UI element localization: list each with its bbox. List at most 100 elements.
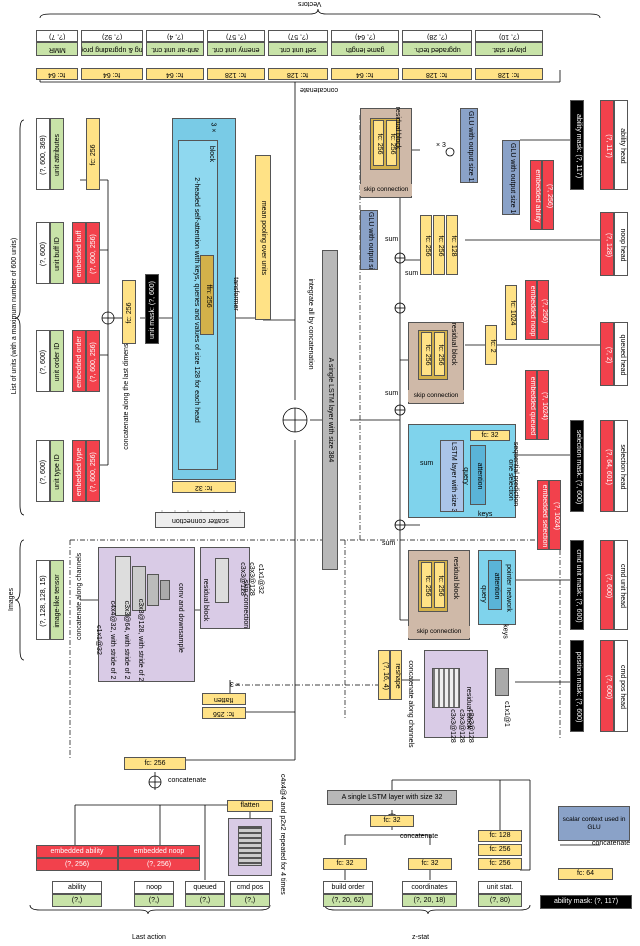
cmdpos-reshape: reshape bbox=[390, 650, 402, 700]
zstat-build-input: (?, 20, 62) bbox=[323, 894, 373, 907]
noop-glu: GLU with output size 1024 bbox=[360, 210, 378, 270]
conv-layer-label: c3x3@128, with stride of 2 bbox=[137, 598, 144, 682]
zstat-lstm: A single LSTM layer with size 32 bbox=[327, 790, 457, 805]
transformer-block-label: block bbox=[208, 145, 215, 163]
embedded-order-shape: (?, 600, 256) bbox=[86, 330, 100, 392]
la-cmdpos-note: c4x4@4 and p2x2 repeated for 4 times bbox=[279, 774, 286, 895]
vector-name: upgraded tech. bbox=[402, 42, 472, 56]
vector-name: game length bbox=[331, 42, 399, 56]
embedded-buff: embedded buff bbox=[72, 222, 86, 284]
head-res-label-3: residual block bbox=[452, 556, 459, 600]
embedded-type-shape: (?, 600, 256) bbox=[86, 440, 100, 502]
noop-emb-shape: (?, 256) bbox=[537, 280, 549, 340]
cmdunit-head-shape: (?, 600) bbox=[600, 540, 614, 630]
zstat-fc32: fc: 32 bbox=[370, 815, 414, 827]
image-flatten: flatten bbox=[202, 693, 246, 705]
conv-stack-3 bbox=[147, 574, 159, 606]
vector-input: (?, 7) bbox=[36, 30, 78, 42]
unit-attributes-input: (?, 600, 369) bbox=[36, 118, 50, 190]
head-skip-1: skip connection bbox=[360, 184, 412, 196]
sum-2: sum bbox=[405, 270, 419, 277]
zstat-coord-fc: fc: 32 bbox=[408, 858, 452, 870]
zstat-unit-fc2: fc: 256 bbox=[478, 858, 522, 870]
selection-head: selection head bbox=[614, 420, 628, 512]
selection-one-label: one selection bbox=[507, 459, 514, 501]
zstat-unit-input: (?, 80) bbox=[478, 894, 522, 907]
noop-fc256b: fc: 256 bbox=[433, 215, 445, 275]
conv-layer-label: c4x4@32, with stride of 2 bbox=[109, 600, 116, 680]
sum-5: sum bbox=[382, 540, 396, 547]
queued-fc256b: fc: 256 bbox=[434, 332, 445, 376]
selection-attention: attention bbox=[470, 445, 486, 505]
cmdunit-head: cmd unit head bbox=[614, 540, 628, 630]
vector-fc: fc: 128 bbox=[207, 68, 265, 80]
sum-1: sum bbox=[385, 236, 399, 243]
la-embedded-noop-shape: (?, 256) bbox=[118, 858, 200, 871]
la-cmdpos-name: cmd pos bbox=[230, 881, 270, 894]
selection-keys: keys bbox=[478, 511, 493, 518]
cmdpos-stack bbox=[432, 668, 460, 708]
la-noop-input: (?,) bbox=[134, 894, 174, 907]
queued-emb: embedded queued bbox=[525, 370, 537, 440]
la-ability-name: ability bbox=[52, 881, 102, 894]
conv-downsample-box bbox=[98, 547, 195, 682]
conv-stack bbox=[115, 556, 131, 616]
vector-input: (?, 28) bbox=[402, 30, 472, 42]
la-cmdpos-input: (?,) bbox=[230, 894, 270, 907]
sum-3: sum bbox=[385, 390, 399, 397]
cmdpos-out-shape bbox=[495, 668, 509, 696]
vector-input: (?, 57) bbox=[268, 30, 328, 42]
cmdpos-reshape-shape: (?, 16, 4) bbox=[378, 650, 390, 700]
vectors-concat-label: concatenate bbox=[300, 86, 339, 93]
units-group-label: List of units (with a maximum number of … bbox=[11, 237, 18, 395]
units-concat-label: concatenate along the last dimension bbox=[123, 334, 130, 450]
unit-mask: unit mask: (?, 600) bbox=[145, 274, 159, 344]
vector-name: enemy unit cnt. bbox=[207, 42, 265, 56]
noop-emb: embedded noop bbox=[525, 280, 537, 340]
image-res-layer-label: c1x1@32 bbox=[257, 564, 264, 594]
unit-buff-input: (?, 600) bbox=[36, 222, 50, 284]
units-fc: fc: 256 bbox=[122, 280, 136, 344]
unit-attributes-name: unit attributes bbox=[50, 118, 64, 190]
image-res-stack bbox=[215, 558, 229, 603]
head-res-label-1: residual block bbox=[394, 106, 401, 150]
vector-fc: fc: 128 bbox=[268, 68, 328, 80]
last-action-group-label: Last action bbox=[132, 934, 166, 941]
pointer-keys: keys bbox=[501, 624, 509, 639]
last-action-concat: concatenate bbox=[168, 777, 207, 784]
selection-query: query bbox=[462, 467, 469, 485]
mean-pooling: mean pooling over units bbox=[255, 155, 271, 320]
cmdpos-mask: position mask: (?, 600) bbox=[570, 640, 584, 732]
cmdunit-fc256b: fc: 256 bbox=[434, 562, 445, 608]
ability-emb-shape: (?, 256) bbox=[542, 160, 554, 230]
head-skip-2: skip connection bbox=[408, 390, 464, 402]
conv-layer-label: c3x3@64, with stride of 2 bbox=[123, 600, 130, 680]
vector-name: building & upgrading progress bbox=[81, 42, 143, 56]
embedded-type: embedded type bbox=[72, 440, 86, 502]
la-noop-name: noop bbox=[134, 881, 174, 894]
image-res-layer-label: c3x3@128 bbox=[248, 562, 255, 596]
cmdunit-fc256a: fc: 256 bbox=[421, 562, 432, 608]
unit-attributes-fc: fc: 256 bbox=[86, 118, 100, 190]
unit-order-name: unit order ID bbox=[50, 330, 64, 392]
zstat-unit-fc1: fc: 256 bbox=[478, 844, 522, 856]
conv-layer-label: c1x1@32 bbox=[95, 625, 102, 655]
cmdpos-head: cmd pos head bbox=[614, 640, 628, 732]
cmdpos-head-shape: (?, 600) bbox=[600, 640, 614, 732]
cmdpos-out: c1x1@1 bbox=[503, 701, 510, 727]
ability-glu-1024: GLU with output size 1024 bbox=[502, 140, 520, 215]
image-fc: fc: 256 bbox=[202, 707, 246, 719]
cmdpos-layer-label: c3x3@128 bbox=[449, 709, 456, 743]
zstat-coord-name: coordinates bbox=[402, 881, 457, 894]
zstat-concat: concatenate bbox=[400, 833, 439, 840]
integrate-label: integrate all by concatenation bbox=[307, 278, 314, 370]
zstat-concat2: concatenate bbox=[592, 840, 631, 847]
image-res-layer-label: c3x3@128 bbox=[239, 562, 246, 596]
transformer-desc: 2-headed self-attention with keys, queri… bbox=[193, 177, 200, 423]
noop-fc1024: fc: 1024 bbox=[505, 285, 517, 340]
head-res-label-2: residual block bbox=[450, 322, 457, 366]
core-lstm: A single LSTM layer with size 384 bbox=[322, 250, 338, 570]
image-res-label: residual block bbox=[202, 578, 209, 622]
zstat-group-label: z-stat bbox=[412, 934, 430, 941]
la-queued-input: (?,) bbox=[185, 894, 225, 907]
